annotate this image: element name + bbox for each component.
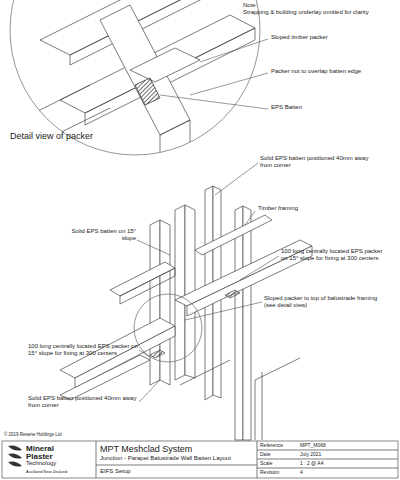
detail-caption: Detail view of packer — [10, 131, 140, 141]
callout: Sloped timber packer — [271, 34, 381, 41]
address: Auckland New Zealand — [26, 470, 96, 475]
callout: Sloped packer to top of balustrade frami… — [264, 295, 379, 309]
callout: Solid EPS batten positioned 40mm away fr… — [28, 395, 138, 409]
logo-text: Technology — [26, 460, 96, 467]
drawing-subtitle: Junction - Parapet Balustrade Wall Batte… — [100, 455, 255, 462]
copyright: © 2019 Resene Holdings Ltd — [4, 432, 124, 437]
callout: Solid EPS batten positioned 40mm away fr… — [260, 155, 375, 169]
field-name: Scale — [260, 461, 298, 467]
field-name: Revision — [260, 470, 298, 476]
logo-text: Mineral — [26, 444, 96, 453]
callout: Packer not to overlap batten edge — [271, 68, 391, 75]
note: Note: — [243, 2, 398, 9]
field-value: July 2021 — [300, 452, 395, 458]
field-name: Date — [260, 452, 298, 458]
callout: EPS Batten — [271, 104, 351, 111]
drawing-setup: EIFS Setup — [100, 468, 200, 475]
note: Strapping & building underlay omitted fo… — [243, 9, 398, 16]
field-value: 1 : 2 @ A4 — [300, 461, 395, 467]
drawing-title: MPT Meshclad System — [100, 444, 255, 454]
callout: Timber framing — [258, 205, 338, 212]
field-name: Reference — [260, 443, 298, 449]
logo-text: Plaster — [26, 452, 96, 461]
field-value: MPT_M068 — [300, 443, 395, 449]
callout: Solid EPS batten on 15° slope — [62, 228, 136, 242]
logo-mark — [8, 446, 22, 467]
field-value: 4 — [300, 470, 395, 476]
callout: 100 long centrally located EPS packer on… — [28, 343, 138, 357]
callout: 100 long centrally located EPS packer on… — [281, 248, 386, 262]
